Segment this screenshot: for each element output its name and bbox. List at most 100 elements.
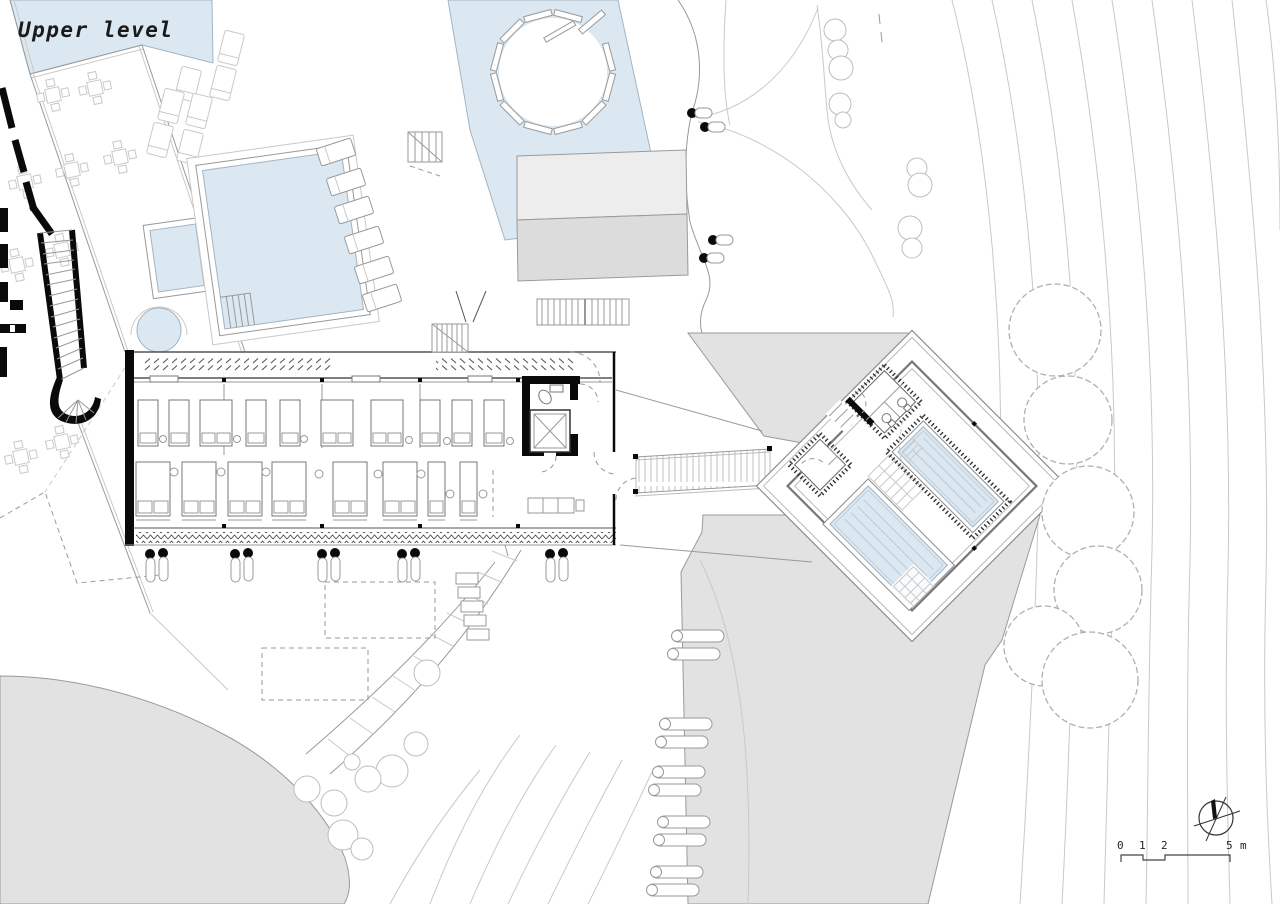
bed-icon [135,461,171,521]
stair-hook [49,377,101,424]
umbrella-loungers [544,547,569,583]
umbrella-icon [687,107,713,119]
pool-round [130,306,188,353]
wall-posts [222,378,520,528]
lounger-icon [667,647,721,661]
changing-unit [786,430,855,499]
page-title: Upper level [18,18,174,42]
pool [822,478,956,612]
tree-icon [1041,465,1135,559]
toilet-icon [881,397,912,429]
bed-row-bottom [135,461,488,521]
planting-bed [261,647,369,701]
lounger-icon [646,883,700,897]
umbrella-icon [699,252,725,264]
bed-icon [181,461,217,521]
spa-pavilion [755,329,1069,643]
lounger-icon [652,765,706,779]
stairs-icon [39,229,85,381]
bed-icon [279,399,301,447]
stairs-icon [867,454,925,511]
bush-clusters [823,18,933,259]
scale-tick-5: 5 [1226,839,1233,852]
pavilion-ring [489,8,617,136]
table-icon [75,68,115,108]
bed-icon [382,461,418,521]
roof-two-tone [516,149,689,282]
table-icon [1,437,41,477]
bed-icon [137,399,159,447]
bed-icon [427,461,446,521]
bed-icon [419,399,441,447]
lounger-icon [657,815,711,829]
tree-line [1003,283,1143,729]
south-terrace [144,547,569,701]
path-bollards [687,107,734,264]
lounger-icon [653,833,707,847]
table-icon [100,137,140,177]
path-bushes [293,659,441,861]
north-arrow-icon [1193,796,1241,842]
bench [527,497,585,514]
lounger-icon [648,783,702,797]
bed-icon [483,399,505,447]
stairs-icon [536,298,630,326]
lounger-icon [145,121,175,159]
main-building [125,290,639,546]
umbrella-icon [700,121,726,133]
lounger-icon [156,87,186,125]
bed-icon [168,399,190,447]
slope-lower [680,514,1041,904]
wall [125,350,134,546]
tree-icon [1023,375,1113,465]
lounger-icon [655,735,709,749]
scale-tick-1: 1 [1139,839,1146,852]
umbrella-loungers [396,547,421,583]
garden-steps [293,544,522,861]
deck-zigzag [136,532,616,543]
scale-unit: m [1240,839,1247,852]
core-block [522,376,599,514]
umbrella-loungers [229,547,254,583]
tree-icon [1041,631,1139,729]
bed-icon [451,399,473,447]
umbrella-loungers [144,547,169,583]
bed-icon [199,399,233,447]
hill-area [0,675,350,904]
contour-lines [389,0,1280,904]
lounger-icon [650,865,704,879]
tree-icon [1008,283,1102,377]
scale-tick-0: 0 [1117,839,1124,852]
elevator-icon [529,409,571,453]
bed-icon [271,461,307,521]
table-icon [42,422,82,462]
existing-building [0,87,101,424]
stairs-icon [431,323,469,353]
scale-bar: 0 1 2 5 m [1117,839,1247,862]
pool-area-left [130,131,443,353]
bed-icon [459,461,478,521]
table-icon [33,75,73,115]
stairs-icon [455,572,490,641]
bed-icon [320,399,354,447]
pool-stair [407,131,443,177]
planting-bed [324,581,436,639]
deck-hatch [436,357,576,372]
bed-icon [370,399,404,447]
lounger-icon [659,717,713,731]
lounger-icon [216,29,246,67]
pool [883,412,1013,542]
lounger-icon [671,629,725,643]
umbrella-loungers [316,547,341,583]
pool [142,216,212,300]
bed-row-top [137,399,514,447]
umbrella-icon [708,234,734,246]
tree-icon [1053,545,1143,635]
bed-icon [227,461,263,521]
bed-icon [332,461,368,521]
spiral-stair-icon [57,399,95,424]
scale-tick-2: 2 [1161,839,1168,852]
toilet-icon [538,384,564,405]
